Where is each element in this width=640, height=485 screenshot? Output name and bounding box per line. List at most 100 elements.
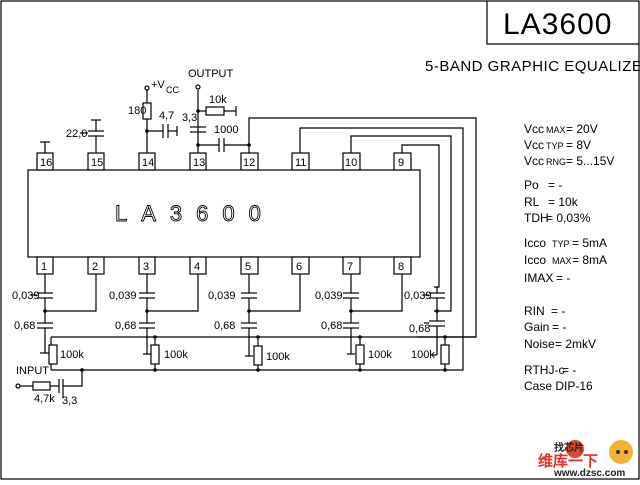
top-circuit: 22,0 +V CC 180 4,7 OUTPUT — [40, 68, 477, 371]
pin-12: 12 — [240, 152, 259, 171]
svg-text:100k: 100k — [411, 349, 435, 361]
ic-package: LA3600 — [27, 169, 421, 258]
svg-text:22,0: 22,0 — [66, 128, 87, 140]
svg-text:0,68: 0,68 — [321, 320, 342, 332]
svg-text:MAX: MAX — [546, 125, 566, 135]
svg-text:0,039: 0,039 — [109, 290, 137, 302]
vcc-terminal-icon — [144, 85, 150, 91]
watermark-logo: 找芯片 维库一下 www.dzsc.com — [538, 440, 633, 479]
svg-text:+V: +V — [151, 79, 165, 91]
pin-2: 2 — [87, 256, 105, 275]
svg-text:10: 10 — [345, 157, 357, 169]
spec-gain: Gain= - — [524, 320, 566, 334]
svg-text:11: 11 — [295, 157, 306, 169]
pot-band-4[interactable] — [355, 344, 365, 365]
svg-text:16: 16 — [40, 157, 52, 169]
svg-text:CC: CC — [166, 85, 179, 95]
svg-text:= 20V: = 20V — [566, 122, 598, 136]
svg-text:0,68: 0,68 — [409, 323, 430, 335]
svg-text:3: 3 — [143, 261, 149, 273]
input-terminal-icon[interactable] — [15, 383, 21, 389]
resistor-4-7k — [32, 381, 51, 391]
svg-text:Icco: Icco — [524, 236, 546, 250]
watermark-badge-icon — [566, 440, 584, 458]
pin-16: 16 — [36, 152, 54, 171]
resistor-10k — [205, 106, 225, 116]
pin-10: 10 — [342, 152, 361, 171]
svg-text:找芯片: 找芯片 — [554, 441, 584, 454]
svg-text:3,3: 3,3 — [182, 112, 197, 124]
svg-text:180: 180 — [128, 105, 146, 117]
band-2: 0,039 0,68 100k — [109, 274, 199, 372]
band-3: 0,039 0,68 100k — [208, 274, 301, 372]
pin-3: 3 — [138, 256, 156, 275]
svg-text:4,7k: 4,7k — [34, 393, 55, 405]
pin16-ground-icon — [40, 141, 50, 153]
svg-text:= -: = - — [556, 271, 570, 285]
bottom-pins: 1 2 3 4 5 6 7 8 — [36, 256, 412, 275]
pin-8: 8 — [393, 256, 412, 275]
svg-text:14: 14 — [142, 157, 154, 169]
pot-band-3[interactable] — [253, 345, 263, 366]
band-4: 0,039 0,68 100k — [315, 274, 403, 372]
svg-text:Noise: Noise — [524, 337, 555, 351]
svg-text:TYP: TYP — [546, 141, 564, 151]
svg-text:= 8V: = 8V — [566, 138, 591, 152]
pot-band-5[interactable] — [440, 344, 450, 365]
spec-rl: RL= 10k — [524, 195, 579, 209]
pot-band-2[interactable] — [150, 344, 160, 365]
svg-text:1: 1 — [41, 261, 47, 273]
top-pins: 16 15 14 13 12 11 10 9 — [36, 152, 412, 171]
svg-text:0,68: 0,68 — [115, 320, 136, 332]
svg-text:Vcc: Vcc — [524, 154, 544, 168]
svg-text:100k: 100k — [164, 349, 188, 361]
svg-text:6: 6 — [296, 261, 302, 273]
spec-case: Case DIP-16 — [524, 379, 593, 393]
svg-text:Vcc: Vcc — [524, 122, 544, 136]
svg-text:15: 15 — [91, 157, 103, 169]
pin-14: 14 — [138, 152, 156, 171]
svg-text:OUTPUT: OUTPUT — [188, 68, 234, 80]
spec-tdh: TDH= 0,03% — [524, 211, 591, 225]
output-terminal-icon — [195, 84, 201, 90]
svg-text:= 2mkV: = 2mkV — [555, 337, 596, 351]
svg-text:www.dzsc.com: www.dzsc.com — [553, 468, 625, 479]
pin-4: 4 — [189, 256, 207, 275]
mascot-icon — [609, 440, 633, 464]
svg-text:0,039: 0,039 — [404, 290, 432, 302]
svg-text:= 5...15V: = 5...15V — [566, 154, 614, 168]
ic-body — [27, 169, 421, 258]
pot-band-1[interactable] — [48, 344, 58, 365]
title-block: LA3600 5-BAND GRAPHIC EQUALIZER — [425, 1, 640, 75]
svg-text:5: 5 — [245, 261, 251, 273]
spec-rin: RIN= - — [524, 304, 565, 318]
pin-5: 5 — [240, 256, 259, 275]
svg-text:TDH: TDH — [524, 211, 549, 225]
band-circuits: 0,039 0,68 100k 0,039 0,68 100k — [12, 274, 476, 407]
svg-text:0,039: 0,039 — [12, 290, 40, 302]
svg-text:IMAX: IMAX — [524, 271, 553, 285]
svg-text:100k: 100k — [266, 351, 290, 363]
svg-text:维库一下: 维库一下 — [538, 452, 598, 470]
svg-text:100k: 100k — [60, 349, 84, 361]
svg-text:= -: = - — [548, 178, 562, 192]
svg-text:4: 4 — [194, 261, 200, 273]
pin-7: 7 — [342, 256, 361, 275]
subtitle: 5-BAND GRAPHIC EQUALIZER — [425, 58, 640, 75]
vcc-supply: +V CC 180 4,7 — [128, 79, 179, 153]
pin-9: 9 — [393, 152, 412, 171]
svg-text:8: 8 — [398, 261, 404, 273]
svg-text:4,7: 4,7 — [159, 110, 174, 122]
band-5: 0,039 0,68 100k — [404, 287, 450, 372]
svg-text:RIN: RIN — [524, 304, 545, 318]
svg-text:= -: = - — [552, 320, 566, 334]
input-network: INPUT 4,7k 3,3 — [15, 365, 84, 407]
svg-text:MAX: MAX — [552, 256, 572, 266]
title-box-border — [486, 1, 639, 45]
